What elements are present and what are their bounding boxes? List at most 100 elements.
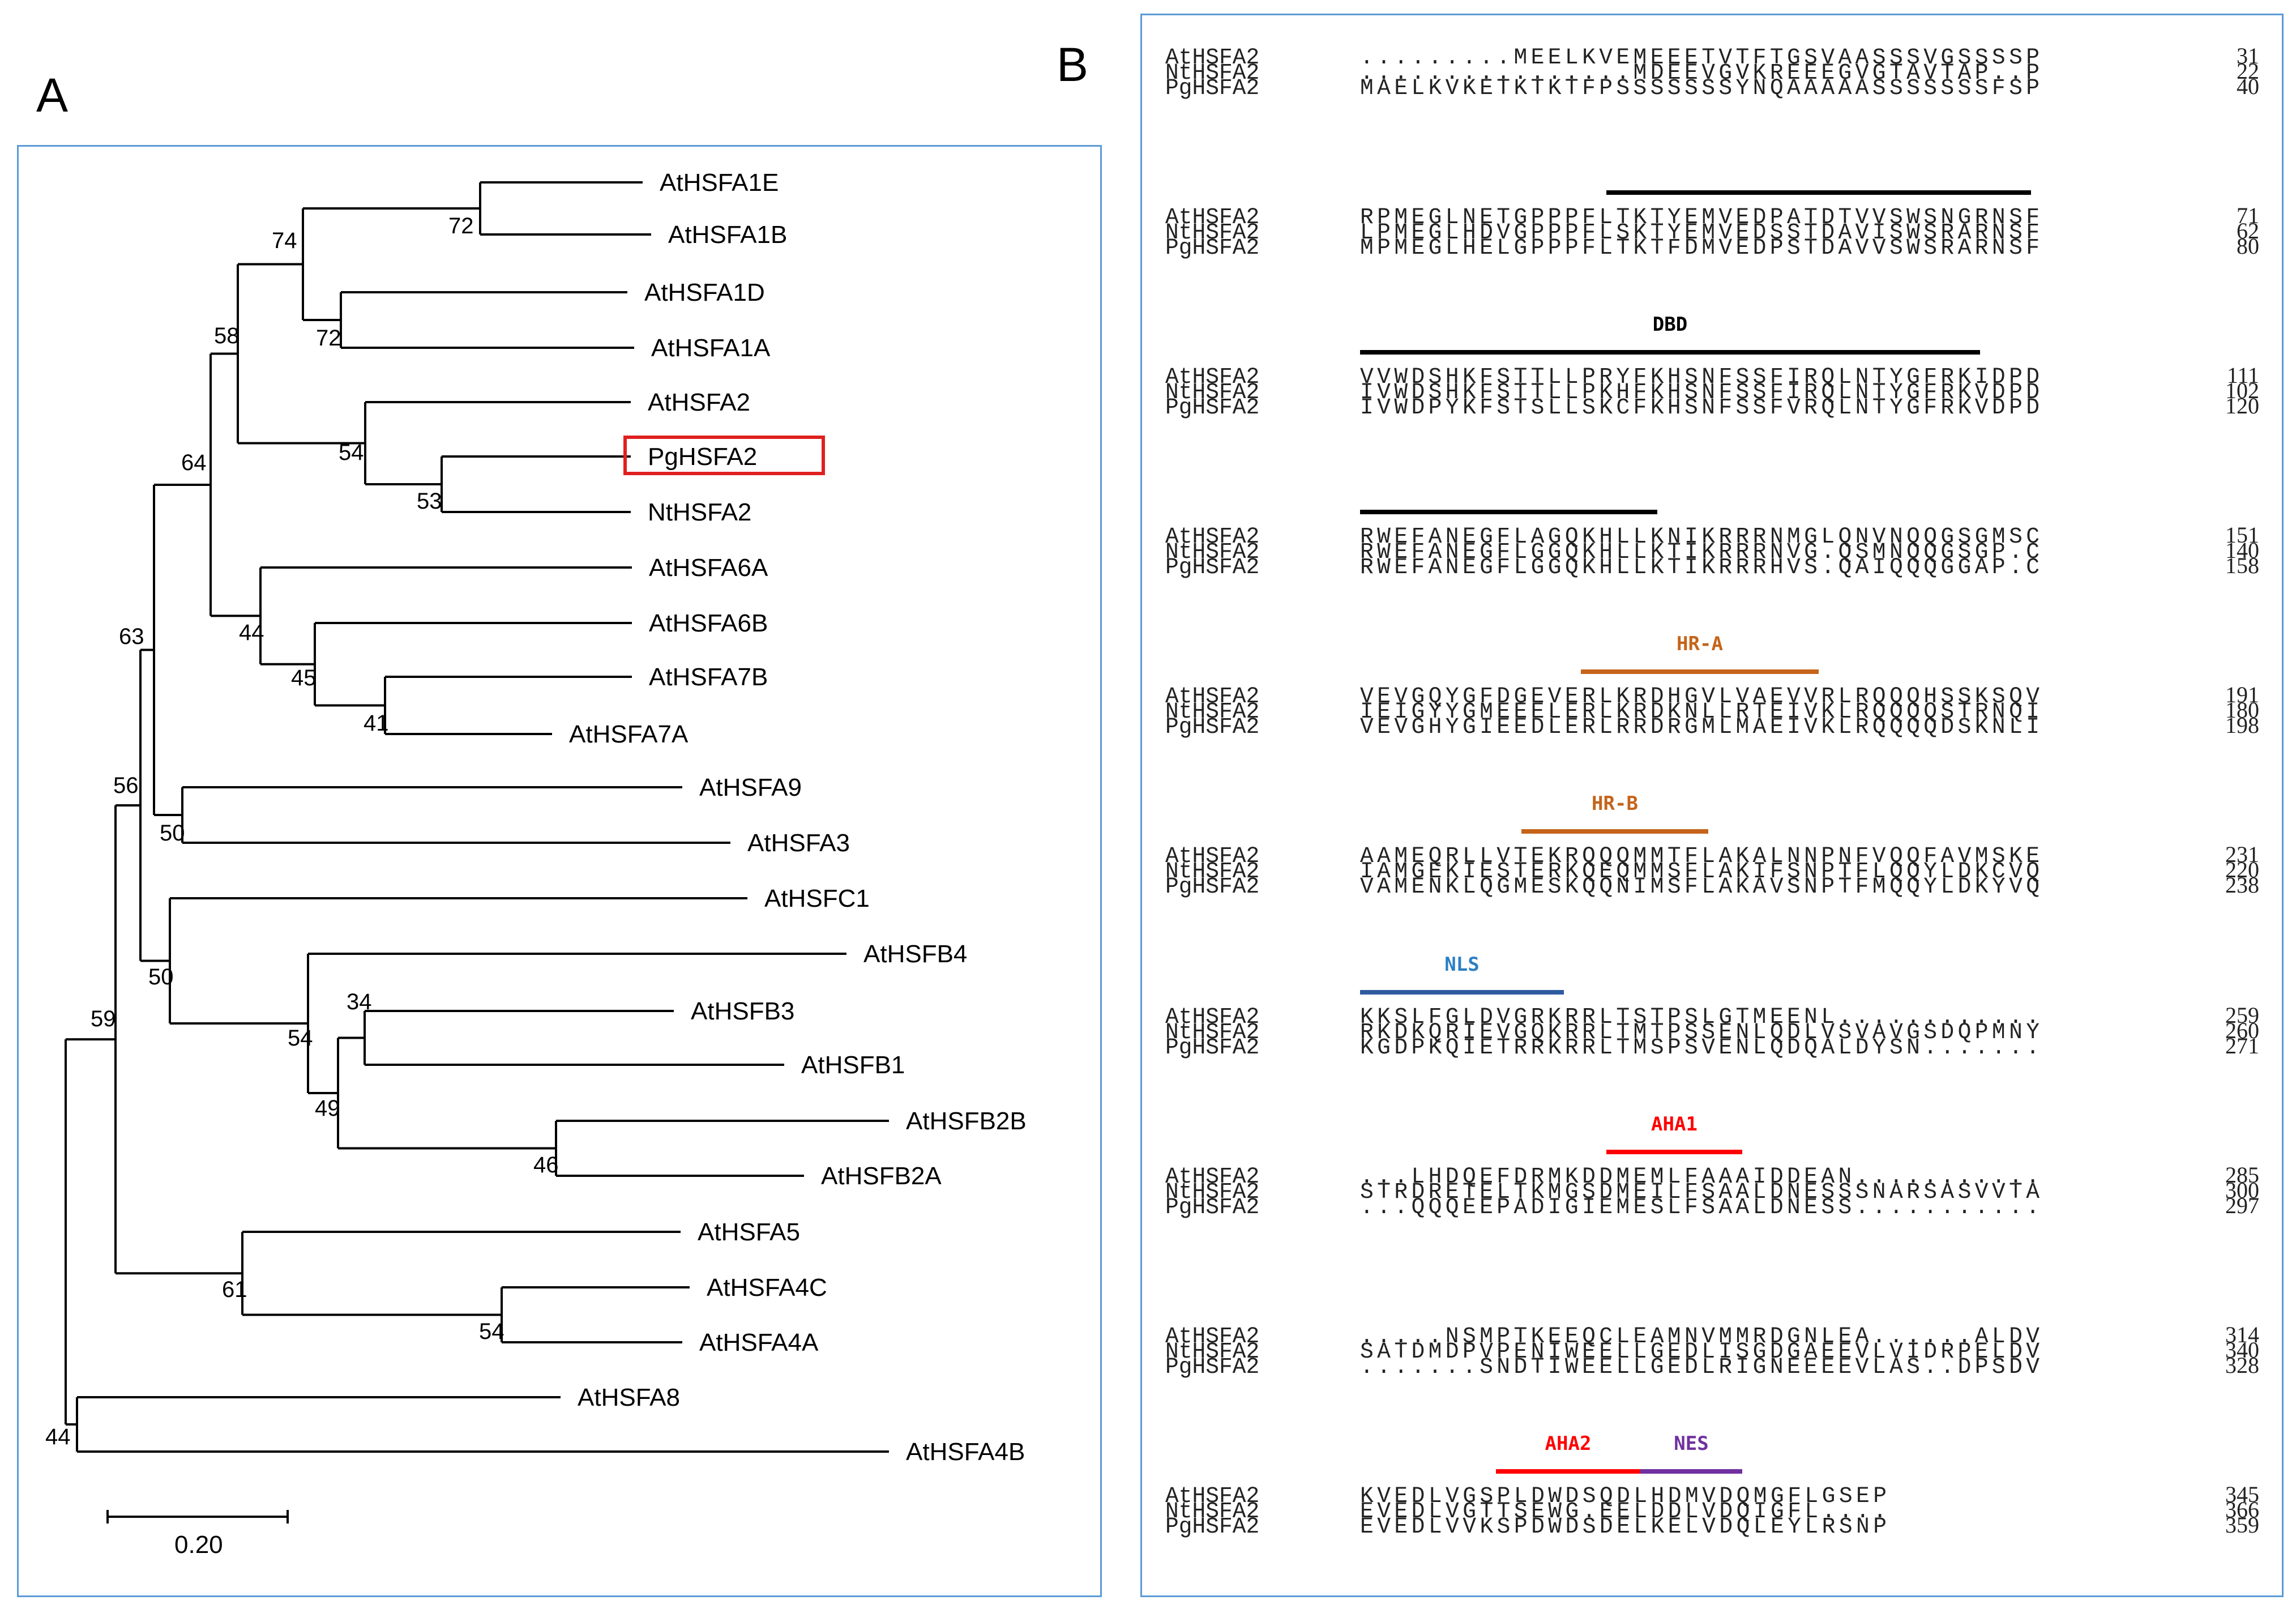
support-value-n_B: 54 <box>288 1026 313 1051</box>
support-value-n_A45: 61 <box>222 1277 247 1302</box>
domain-label-hr-b: HR-B <box>1592 792 1638 815</box>
sequence-name: PgHSFA2 <box>1165 75 1259 101</box>
sequence-name: NtHSFA2 <box>1165 220 1259 245</box>
sequence-residues: ...QQQEEPADIGIEMESLFSAALDNESS........... <box>1360 1194 2040 1220</box>
sequence-position: 120 <box>2225 393 2259 419</box>
sequence-position: 340 <box>2225 1337 2259 1363</box>
leaf-label-b2a: AtHSFB2A <box>821 1162 942 1190</box>
leaf-label-a4c: AtHSFA4C <box>707 1274 827 1302</box>
panel-b-frame <box>1140 14 2284 1597</box>
domain-label-nls: NLS <box>1444 953 1479 976</box>
sequence-name: NtHSFA2 <box>1165 539 1259 565</box>
sequence-name: AtHSFA2 <box>1165 1164 1259 1189</box>
support-value-n_A6B7: 45 <box>291 665 317 690</box>
support-value-n_A4CA: 54 <box>479 1319 504 1344</box>
support-value-n_A1EB: 72 <box>448 214 474 238</box>
leaf-label-a2: AtHSFA2 <box>648 389 750 416</box>
domain-label-dbd: DBD <box>1653 313 1687 336</box>
alignment-block: AtHSFA2...LHDQEFDRMKDDMEMLFAAAIDDEAN....… <box>1165 1162 2259 1220</box>
sequence-name: AtHSFA2 <box>1165 524 1259 549</box>
sequence-residues: VEVGHYGIEEDLERLRRDRGMLMAEIVKLRQQQQDSKNLI <box>1360 714 2040 740</box>
leaf-label-a7b: AtHSFA7B <box>649 663 768 691</box>
support-value-n_A2grp: 54 <box>339 440 364 465</box>
leaf-label-a7a: AtHSFA7A <box>569 720 689 748</box>
sequence-name: PgHSFA2 <box>1165 1514 1259 1539</box>
leaf-label-a8: AtHSFA8 <box>578 1384 680 1411</box>
sequence-name: AtHSFA2 <box>1165 204 1259 230</box>
sequence-name: AtHSFA2 <box>1165 45 1259 70</box>
sequence-name: NtHSFA2 <box>1165 379 1259 405</box>
sequence-position: 71 <box>2237 203 2259 228</box>
domain-label-nes: NES <box>1674 1432 1708 1455</box>
leaf-label-a6b: AtHSFA6B <box>649 609 768 637</box>
leaf-label-b3: AtHSFB3 <box>691 997 794 1025</box>
sequence-position: 220 <box>2225 857 2259 882</box>
sequence-position: 231 <box>2225 842 2259 867</box>
support-value-n_A1: 74 <box>272 228 297 253</box>
sequence-position: 40 <box>2237 74 2259 99</box>
sequence-name: NtHSFA2 <box>1165 699 1259 724</box>
sequence-name: NtHSFA2 <box>1165 1179 1259 1205</box>
leaf-label-a9: AtHSFA9 <box>699 774 802 801</box>
sequence-residues: KVEDLVGSPLDWDSQDLHDMVDQMGFLGSEP <box>1360 1483 1887 1509</box>
support-value-n_A: 63 <box>119 624 144 649</box>
sequence-position: 271 <box>2225 1033 2259 1059</box>
sequence-name: AtHSFA2 <box>1165 684 1259 709</box>
sequence-name: PgHSFA2 <box>1165 1194 1259 1220</box>
sequence-name: PgHSFA2 <box>1165 395 1259 420</box>
sequence-position: 297 <box>2225 1193 2259 1218</box>
leaf-label-a6a: AtHSFA6A <box>649 554 768 582</box>
support-value-n_A1A2: 58 <box>214 323 240 348</box>
leaf-label-a4a: AtHSFA4A <box>699 1329 819 1356</box>
leaf-label-a1a: AtHSFA1A <box>651 334 771 362</box>
sequence-position: 158 <box>2225 553 2259 578</box>
sequence-name: AtHSFA2 <box>1165 1324 1259 1349</box>
tree-group: AtHSFA1EAtHSFA1BAtHSFA1DAtHSFA1AAtHSFA2P… <box>45 169 1027 1559</box>
domain-label-hr-a: HR-A <box>1677 633 1723 655</box>
leaf-label-a3: AtHSFA3 <box>747 829 850 857</box>
sequence-position: 140 <box>2225 537 2259 563</box>
alignment-block: AtHSFA2.....NSMPTKEEQCLEAMNVMMRDGNLEA...… <box>1165 1322 2259 1380</box>
sequence-name: NtHSFA2 <box>1165 1339 1259 1364</box>
sequence-name: AtHSFA2 <box>1165 1004 1259 1030</box>
sequence-name: NtHSFA2 <box>1165 60 1259 86</box>
support-value-n_B2: 46 <box>533 1153 559 1177</box>
sequence-name: PgHSFA2 <box>1165 714 1259 740</box>
support-value-n_A9A3: 50 <box>160 821 185 846</box>
sequence-position: 345 <box>2225 1482 2259 1507</box>
sequence-name: PgHSFA2 <box>1165 874 1259 899</box>
support-value-n_PgNt: 53 <box>417 489 442 514</box>
leaf-label-a4b: AtHSFA4B <box>906 1438 1025 1466</box>
support-value-n_upper: 64 <box>181 450 207 475</box>
sequence-position: 300 <box>2225 1177 2259 1203</box>
sequence-position: 260 <box>2225 1018 2259 1043</box>
panel-a-label: A <box>36 69 69 122</box>
sequence-residues: VAMENKLQGMESKQQNIMSFLAKAVSNPTFMQQYLDKYVQ <box>1360 874 2040 899</box>
sequence-position: 22 <box>2237 58 2259 84</box>
alignment-group: AtHSFA2.........MEELKVEMEEETVTFTGSVAASSS… <box>1165 43 2259 1539</box>
leaf-label-a1d: AtHSFA1D <box>644 279 765 306</box>
sequence-residues: MAELKVKETKTKTFPSSSSSSSYNQAAAAASSSSSSSFSP <box>1360 75 2040 101</box>
panel-b-label: B <box>1057 38 1089 91</box>
sequence-residues: EVEDLVGTTSEWG.EELDDLVDQIGFL.... <box>1360 1499 1887 1524</box>
sequence-name: AtHSFA2 <box>1165 364 1259 390</box>
highlight-box <box>623 436 825 475</box>
sequence-name: PgHSFA2 <box>1165 554 1259 580</box>
scale-bar-label: 0.20 <box>174 1531 223 1559</box>
sequence-position: 31 <box>2237 43 2259 69</box>
sequence-position: 191 <box>2225 682 2259 707</box>
sequence-position: 151 <box>2225 522 2259 548</box>
sequence-position: 80 <box>2237 233 2259 259</box>
support-value-n_A6A7: 44 <box>239 620 264 645</box>
sequence-name: PgHSFA2 <box>1165 1354 1259 1380</box>
sequence-position: 259 <box>2225 1002 2259 1028</box>
support-value-n_CB: 50 <box>148 965 174 989</box>
leaf-label-nta2: NtHSFA2 <box>648 498 751 526</box>
sequence-name: NtHSFA2 <box>1165 1019 1259 1045</box>
sequence-residues: KGDPKQIETRRKRRLTMSPSVENLQDQALDYSN....... <box>1360 1035 2040 1060</box>
